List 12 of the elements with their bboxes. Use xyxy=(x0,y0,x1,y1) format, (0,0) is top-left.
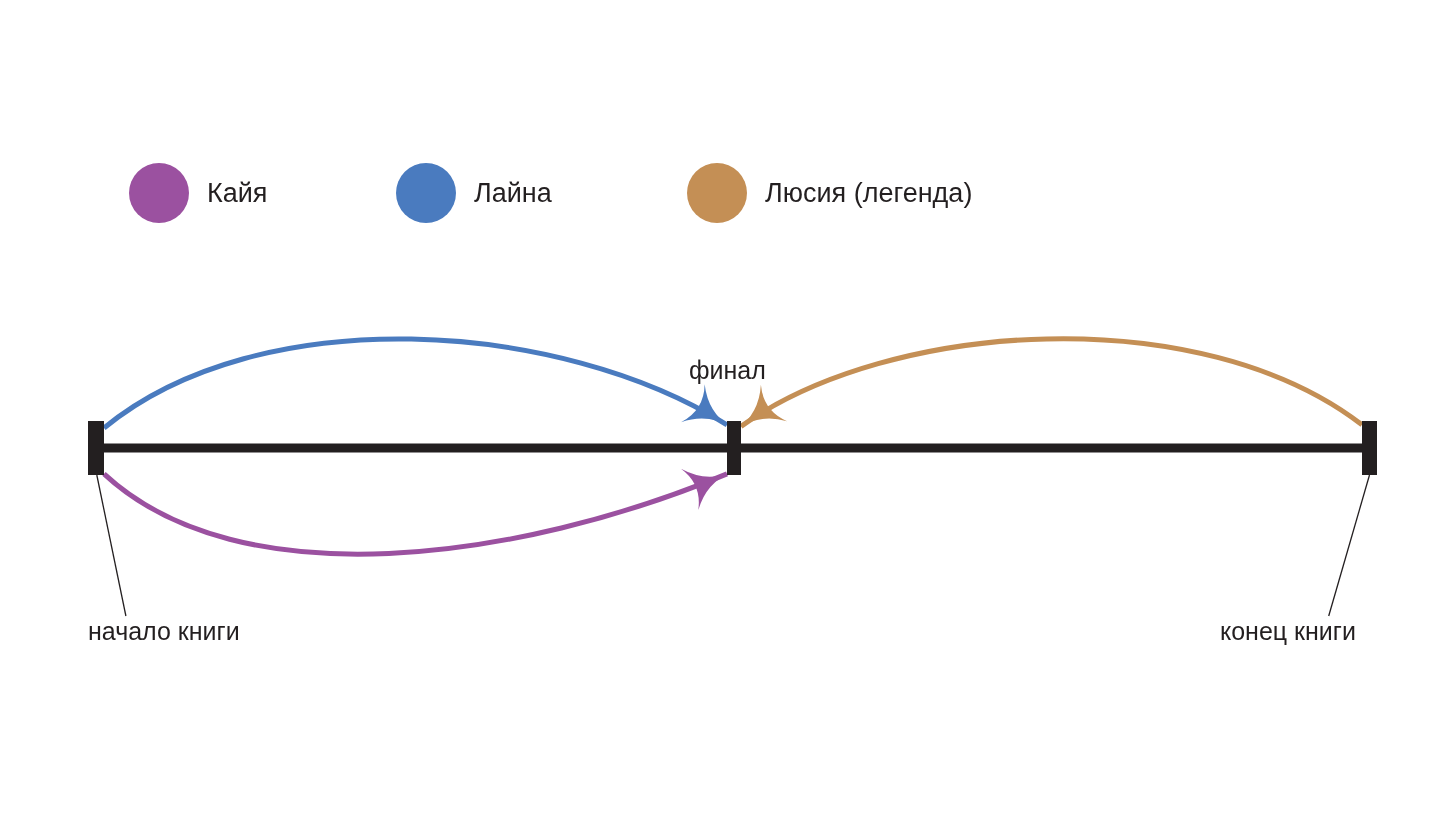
legend-label: Лайна xyxy=(474,177,552,209)
tick-mark xyxy=(1362,421,1377,475)
legend-label: Люсия (легенда) xyxy=(765,177,973,209)
timeline-line xyxy=(741,443,1362,453)
leader-line xyxy=(1328,474,1371,617)
timeline-label: начало книги xyxy=(88,616,240,646)
tick-mark xyxy=(88,421,104,475)
timeline-line xyxy=(104,443,727,453)
timeline-label: конец книги xyxy=(1220,616,1356,646)
legend-label: Кайя xyxy=(207,177,268,209)
leader-line xyxy=(96,474,127,617)
point-label: финал xyxy=(689,355,766,385)
